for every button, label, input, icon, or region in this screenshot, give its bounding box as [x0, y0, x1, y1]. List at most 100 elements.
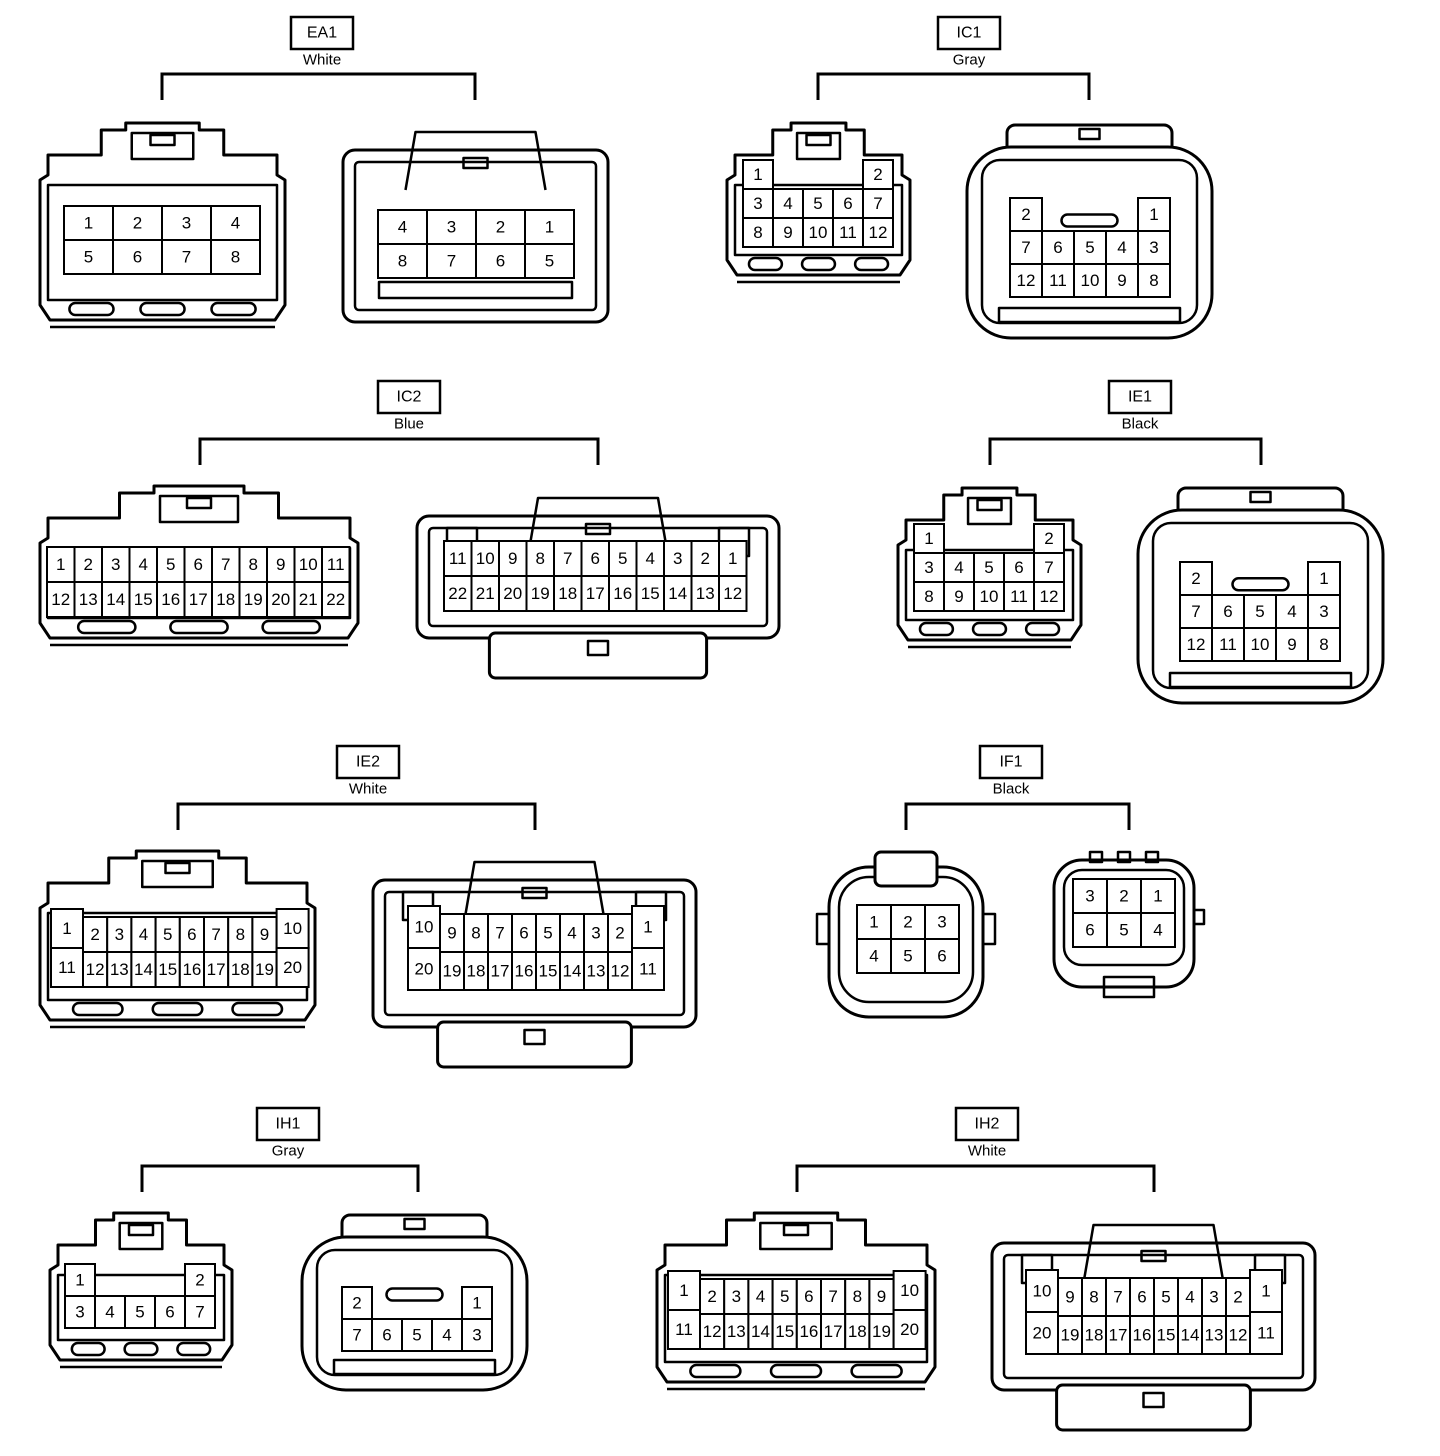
pin-number: 8 [753, 223, 762, 242]
pin-number: 2 [1119, 887, 1128, 906]
pin-number: 8 [536, 549, 545, 568]
pin-number: 16 [799, 1322, 818, 1341]
connector-color: Black [993, 781, 1030, 798]
pin-number: 11 [639, 960, 657, 979]
pin-number: 2 [352, 1294, 361, 1313]
pin-number: 5 [543, 924, 552, 943]
pin-number: 17 [491, 962, 510, 981]
pin-number: 8 [1149, 271, 1158, 290]
pin-number: 11 [675, 1320, 693, 1339]
pin-number: 7 [1044, 558, 1053, 577]
pin-number: 12 [869, 223, 888, 242]
pin-number: 10 [980, 587, 999, 606]
pin-number: 4 [139, 925, 148, 944]
pin-number: 12 [1229, 1326, 1248, 1345]
pin-number: 5 [1255, 602, 1264, 621]
pin-number: 7 [1113, 1288, 1122, 1307]
pin-number: 10 [299, 555, 318, 574]
pin-number: 4 [1287, 602, 1296, 621]
pin-number: 4 [231, 214, 240, 233]
pin-number: 18 [558, 584, 577, 603]
pin-number: 8 [924, 587, 933, 606]
pin-number: 5 [163, 925, 172, 944]
pin-number: 19 [1061, 1326, 1080, 1345]
pin-number: 2 [90, 925, 99, 944]
pin-number: 9 [508, 549, 517, 568]
pin-number: 1 [545, 218, 554, 237]
pin-number: 4 [398, 218, 407, 237]
pin-number: 2 [1021, 205, 1030, 224]
pin-number: 21 [476, 584, 495, 603]
pin-number: 15 [775, 1322, 794, 1341]
pin-number: 4 [105, 1303, 114, 1322]
pin-number: 22 [326, 590, 345, 609]
pin-number: 3 [924, 558, 933, 577]
pin-number: 16 [613, 584, 632, 603]
pin-number: 1 [1149, 205, 1158, 224]
pin-number: 5 [135, 1303, 144, 1322]
pin-number: 15 [158, 960, 177, 979]
pin-number: 3 [937, 913, 946, 932]
pin-number: 7 [221, 555, 230, 574]
pin-number: 2 [496, 218, 505, 237]
connector-id: IC2 [397, 389, 422, 406]
pin-number: 6 [1014, 558, 1023, 577]
pin-number: 18 [231, 960, 250, 979]
pin-number: 18 [467, 962, 486, 981]
pin-number: 4 [783, 194, 792, 213]
pin-number: 6 [165, 1303, 174, 1322]
pin-number: 2 [1191, 569, 1200, 588]
pin-number: 2 [707, 1287, 716, 1306]
pin-number: 6 [187, 925, 196, 944]
pin-number: 12 [1187, 635, 1206, 654]
pin-number: 9 [447, 924, 456, 943]
pin-number: 5 [1119, 921, 1128, 940]
pin-number: 1 [75, 1271, 84, 1290]
pin-number: 1 [1319, 569, 1328, 588]
pin-number: 3 [1149, 238, 1158, 257]
pin-number: 7 [873, 194, 882, 213]
pin-number: 7 [352, 1326, 361, 1345]
pin-number: 2 [615, 924, 624, 943]
pin-number: 8 [1089, 1288, 1098, 1307]
pin-number: 6 [382, 1326, 391, 1345]
pin-number: 4 [1185, 1288, 1194, 1307]
pin-number: 7 [1191, 602, 1200, 621]
pin-number: 3 [472, 1326, 481, 1345]
pin-number: 12 [51, 590, 70, 609]
pin-number: 3 [1085, 887, 1094, 906]
pin-number: 4 [1117, 238, 1126, 257]
pin-number: 17 [586, 584, 605, 603]
pin-number: 19 [872, 1322, 891, 1341]
pin-number: 6 [937, 947, 946, 966]
pin-number: 10 [1033, 1282, 1052, 1301]
pin-number: 22 [448, 584, 467, 603]
pin-number: 11 [1219, 635, 1237, 654]
pin-number: 7 [828, 1287, 837, 1306]
connector-id: IE1 [1128, 389, 1152, 406]
pin-number: 11 [58, 958, 76, 977]
pin-number: 9 [276, 555, 285, 574]
connector-id: IF1 [999, 754, 1022, 771]
pin-number: 3 [1319, 602, 1328, 621]
pin-number: 3 [591, 924, 600, 943]
pin-number: 10 [283, 919, 302, 938]
pin-number: 12 [86, 960, 105, 979]
pin-number: 12 [723, 584, 742, 603]
pin-number: 14 [106, 590, 125, 609]
